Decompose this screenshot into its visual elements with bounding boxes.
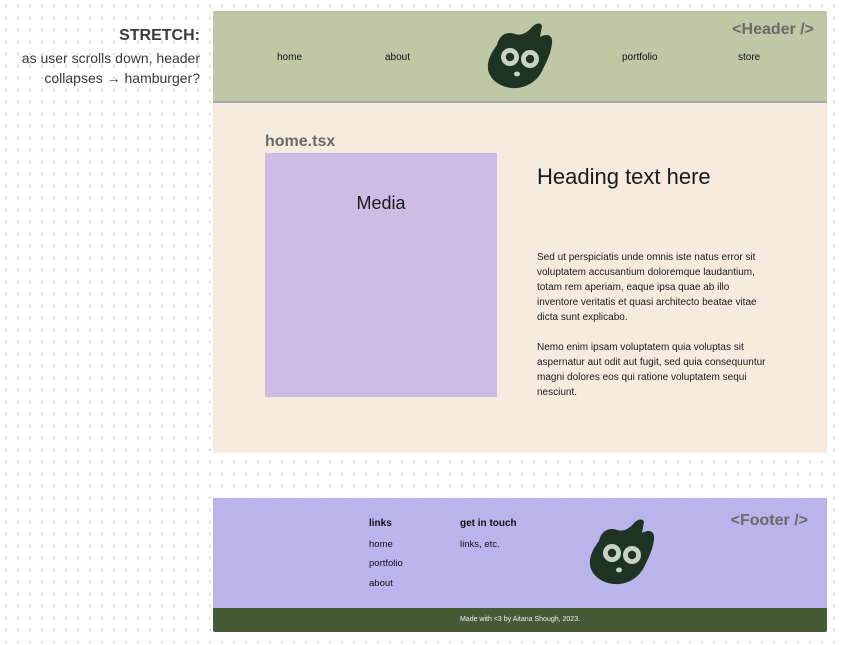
footer-frame: <Footer /> links home portfolio about ge… [213,498,827,608]
footer-credit-bar: Made with <3 by Aitana Shough, 2023. [213,608,827,632]
footer-credit: Made with <3 by Aitana Shough, 2023. [459,616,581,623]
footer-contact-heading: get in touch [460,518,517,529]
body-paragraph-1: Sed ut perspiciatis unde omnis iste natu… [537,252,757,323]
footer-contact-text: links, etc. [460,539,500,550]
media-label: Media [356,193,406,213]
nav-link-store[interactable]: store [738,52,761,63]
cat-mascot-icon[interactable] [485,21,555,96]
body-paragraph-2: Nemo enim ipsam voluptatem quia voluptas… [537,342,766,398]
file-label: home.tsx [265,133,336,150]
page-heading: Heading text here [537,164,711,189]
footer-link-home[interactable]: home [369,539,393,550]
nav-link-home[interactable]: home [277,52,303,63]
nav-link-portfolio[interactable]: portfolio [622,52,658,63]
home-page-frame: home.tsx Media Heading text here Sed ut … [213,103,827,453]
footer-links-heading: links [369,518,392,529]
stretch-note-text: as user scrolls down, header collapses →… [21,50,200,86]
cat-mascot-icon [587,517,657,592]
footer-link-about[interactable]: about [369,578,393,589]
footer-link-portfolio[interactable]: portfolio [369,558,403,569]
header-tag-label: <Header /> [732,21,814,38]
stretch-note-title: STRETCH: [119,27,200,44]
header-frame: <Header /> home about portfolio store [213,11,827,103]
footer-tag-label: <Footer /> [730,512,808,529]
media-placeholder: Media [265,153,497,397]
nav-link-about[interactable]: about [385,52,411,63]
